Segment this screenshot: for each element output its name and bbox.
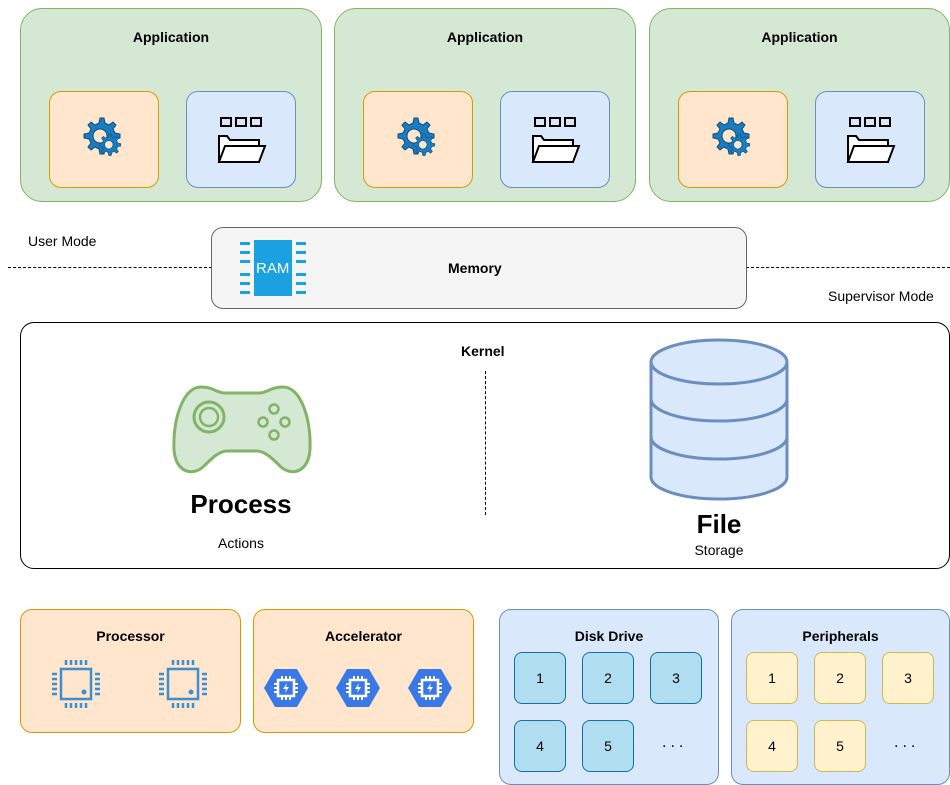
database-icon bbox=[649, 338, 789, 501]
gear-icon bbox=[397, 117, 436, 156]
cpu-chip-icon bbox=[157, 658, 209, 710]
application-title: Application bbox=[132, 29, 210, 45]
processor-box: Processor bbox=[20, 609, 241, 733]
peripheral-slot: 4 bbox=[746, 720, 798, 772]
accelerator-chip-icon bbox=[334, 667, 382, 709]
disk-slot: 4 bbox=[514, 720, 566, 772]
ram-label: RAM bbox=[256, 260, 290, 277]
process-tile bbox=[678, 91, 788, 188]
application-box-2: Application bbox=[334, 8, 636, 202]
peripheral-slot: 3 bbox=[882, 652, 934, 704]
folder-chips-icon bbox=[532, 116, 580, 163]
processor-title: Processor bbox=[96, 628, 165, 644]
memory-box: RAM Memory bbox=[211, 227, 747, 309]
disk-slot: 3 bbox=[650, 652, 702, 704]
peripheral-slot: 5 bbox=[814, 720, 866, 772]
process-tile bbox=[49, 91, 159, 188]
disk-slot: 1 bbox=[514, 652, 566, 704]
disk-slot: 5 bbox=[582, 720, 634, 772]
peripherals-box: Peripherals 1 2 3 4 5 ... bbox=[731, 609, 950, 785]
application-title: Application bbox=[761, 29, 838, 45]
file-subtitle: Storage bbox=[694, 542, 744, 558]
file-title: File bbox=[696, 509, 742, 539]
mode-divider-right bbox=[746, 267, 950, 268]
ram-icon bbox=[240, 240, 306, 296]
cpu-chip-icon bbox=[50, 658, 102, 710]
accelerator-box: Accelerator bbox=[253, 609, 474, 733]
kernel-divider bbox=[485, 371, 486, 515]
peripheral-slot: 2 bbox=[814, 652, 866, 704]
folder-chips-icon bbox=[218, 116, 266, 163]
application-box-1: Application bbox=[20, 8, 322, 202]
mode-divider-left bbox=[8, 267, 212, 268]
folder-chips-icon bbox=[847, 116, 895, 163]
application-box-3: Application bbox=[649, 8, 950, 202]
memory-label: Memory bbox=[448, 260, 502, 276]
disk-more-indicator: ... bbox=[662, 734, 688, 751]
peripheral-slot: 1 bbox=[746, 652, 798, 704]
disk-drive-title: Disk Drive bbox=[574, 628, 644, 644]
supervisor-mode-label: Supervisor Mode bbox=[828, 288, 934, 304]
disk-slot: 2 bbox=[582, 652, 634, 704]
accelerator-chip-icon bbox=[262, 667, 310, 709]
user-mode-label: User Mode bbox=[28, 233, 97, 249]
kernel-box: Kernel Process Actions File Storage bbox=[20, 322, 950, 569]
accelerator-chip-icon bbox=[406, 667, 454, 709]
gamepad-icon bbox=[172, 385, 312, 473]
disk-drive-box: Disk Drive 1 2 3 4 5 ... bbox=[499, 609, 719, 785]
storage-tile bbox=[186, 91, 296, 188]
storage-tile bbox=[815, 91, 925, 188]
kernel-title: Kernel bbox=[461, 343, 505, 359]
process-subtitle: Actions bbox=[218, 535, 264, 551]
storage-tile bbox=[500, 91, 610, 188]
process-title: Process bbox=[190, 489, 292, 519]
peripheral-more-indicator: ... bbox=[894, 734, 920, 751]
process-tile bbox=[363, 91, 473, 188]
application-title: Application bbox=[446, 29, 524, 45]
accelerator-title: Accelerator bbox=[324, 628, 403, 644]
peripherals-title: Peripherals bbox=[802, 628, 879, 644]
gear-icon bbox=[712, 117, 751, 156]
gear-icon bbox=[83, 117, 122, 156]
